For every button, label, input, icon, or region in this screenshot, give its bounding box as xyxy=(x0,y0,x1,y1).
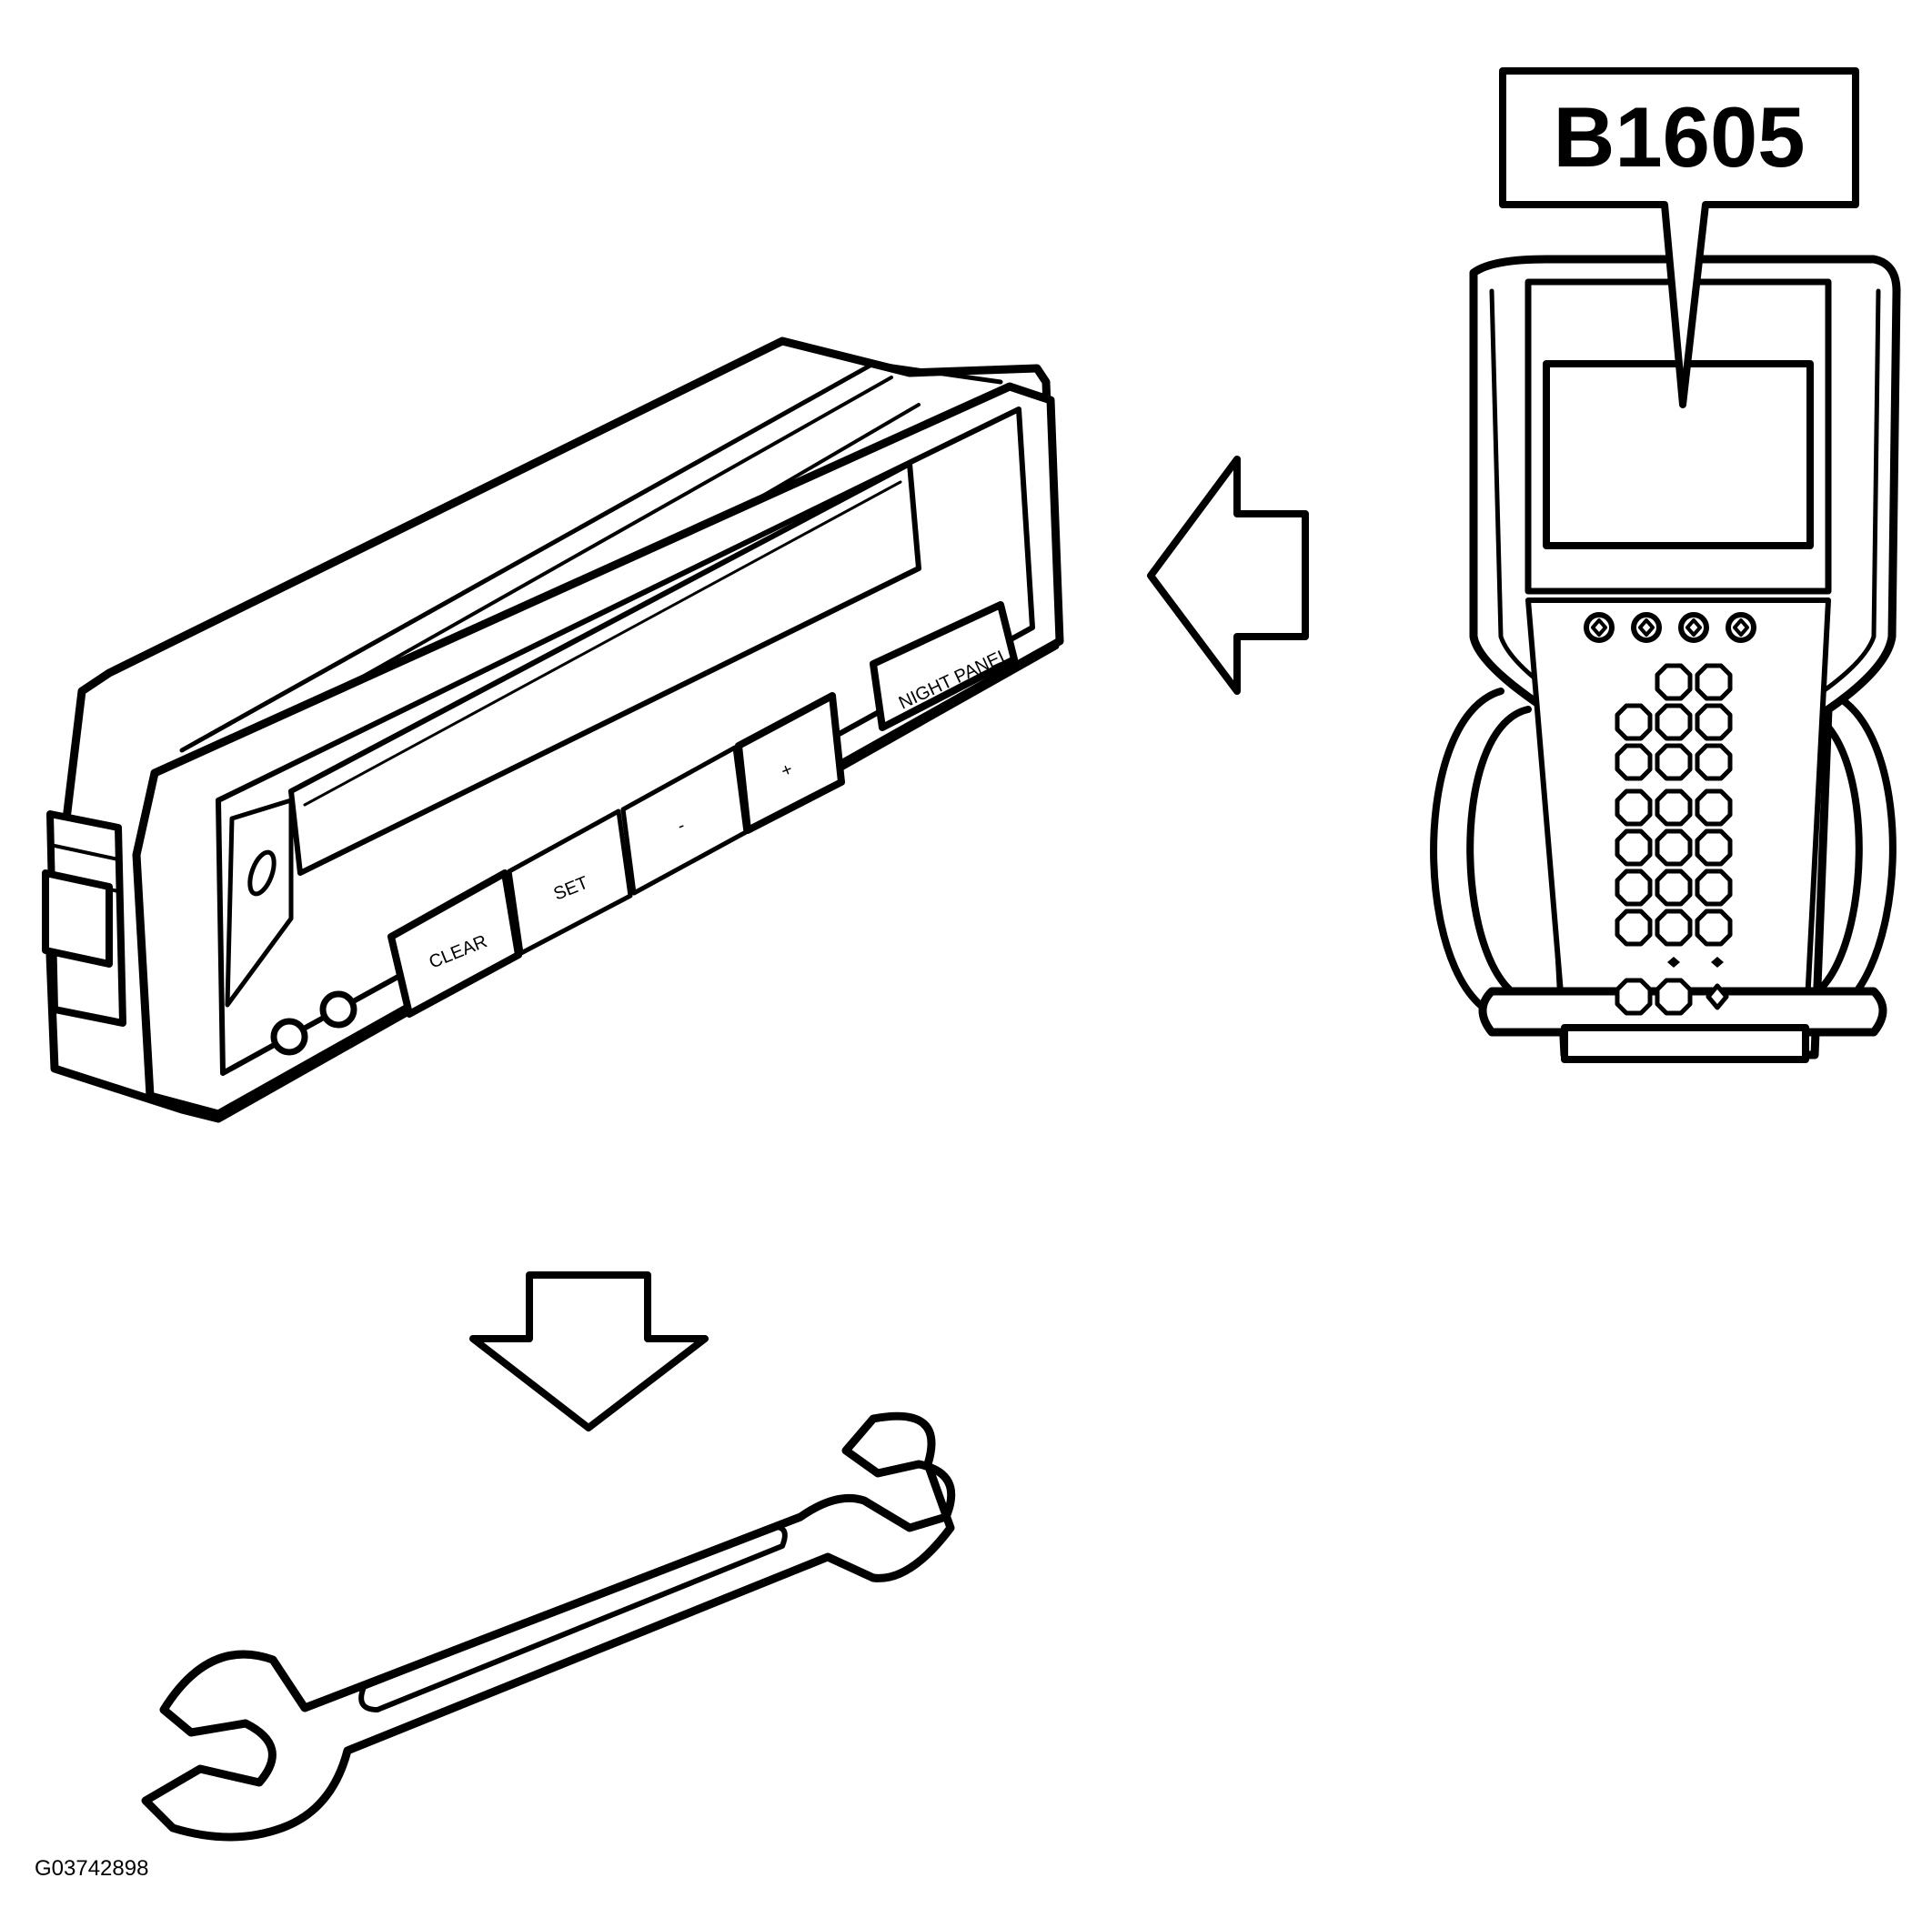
function-key[interactable] xyxy=(1584,612,1615,643)
keypad-key[interactable] xyxy=(1695,788,1733,827)
cruise-control-module: CLEAR SET - + NIGHT PANEL xyxy=(42,336,1064,1123)
clear-button[interactable]: CLEAR xyxy=(387,869,522,1018)
switch-knob-2[interactable] xyxy=(319,990,357,1029)
function-key[interactable] xyxy=(1631,612,1662,643)
switch-knob-1[interactable] xyxy=(270,1018,308,1056)
keypad-key[interactable] xyxy=(1695,743,1733,781)
keypad-key[interactable] xyxy=(1615,703,1653,741)
down-arrow-icon xyxy=(469,1271,709,1431)
keypad-key[interactable] xyxy=(1655,828,1693,867)
scan-tool: B1605 xyxy=(1430,67,1901,1063)
keypad-key[interactable] xyxy=(1695,909,1733,947)
keypad-key[interactable] xyxy=(1655,743,1693,781)
keypad-key[interactable] xyxy=(1655,663,1693,701)
function-key[interactable] xyxy=(1726,612,1756,643)
dtc-callout: B1605 xyxy=(1499,67,1859,408)
diamond-key-icon[interactable] xyxy=(1706,983,1729,1010)
indicator-icon xyxy=(1667,957,1680,968)
set-button[interactable]: SET xyxy=(507,808,633,956)
keypad-key[interactable] xyxy=(1695,869,1733,907)
plus-button[interactable]: + xyxy=(735,692,845,834)
module-button-row: CLEAR SET - + NIGHT PANEL xyxy=(387,601,1018,1018)
keypad-key[interactable] xyxy=(1615,743,1653,781)
keypad-key[interactable] xyxy=(1655,703,1693,741)
keypad-key[interactable] xyxy=(1695,663,1733,701)
keypad-key[interactable] xyxy=(1615,978,1653,1016)
dtc-code: B1605 xyxy=(1554,89,1806,185)
keypad-key[interactable] xyxy=(1615,869,1653,907)
scan-tool-function-keys xyxy=(1584,612,1756,643)
keypad-key[interactable] xyxy=(1655,788,1693,827)
keypad-key[interactable] xyxy=(1655,978,1693,1016)
keypad-key[interactable] xyxy=(1615,788,1653,827)
indicator-icon xyxy=(1711,957,1724,968)
keypad-key[interactable] xyxy=(1655,909,1693,947)
keypad-key[interactable] xyxy=(1655,869,1693,907)
keypad-key[interactable] xyxy=(1695,828,1733,867)
keypad-key[interactable] xyxy=(1615,909,1653,947)
keypad-key[interactable] xyxy=(1615,828,1653,867)
wrench-icon xyxy=(141,1411,956,1842)
function-key[interactable] xyxy=(1678,612,1709,643)
keypad-key[interactable] xyxy=(1695,703,1733,741)
figure-id: G03742898 xyxy=(35,1856,148,1881)
scan-tool-keypad xyxy=(1615,663,1733,1016)
left-arrow-icon xyxy=(1147,456,1309,695)
